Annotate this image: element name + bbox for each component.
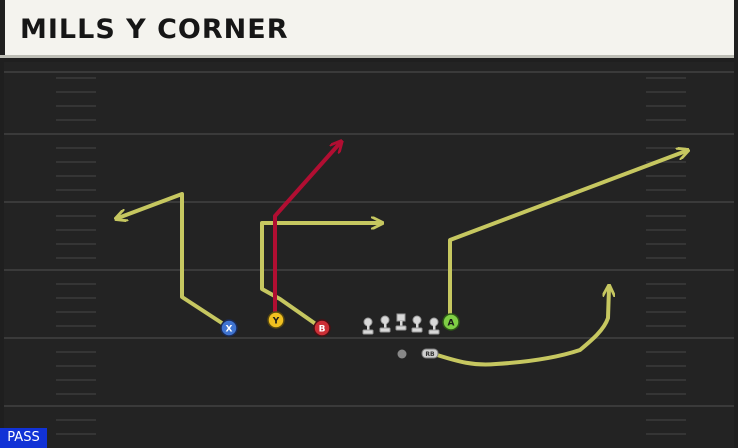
center bbox=[395, 313, 407, 331]
play-type-badge: PASS bbox=[0, 428, 47, 448]
title-bar: MILLS Y CORNER bbox=[0, 0, 734, 58]
play-title: MILLS Y CORNER bbox=[20, 14, 289, 45]
field-turf bbox=[4, 62, 734, 448]
receiver-b-label: B bbox=[319, 325, 326, 335]
running-back[interactable]: RB bbox=[421, 348, 439, 359]
receiver-a[interactable]: A bbox=[442, 313, 460, 331]
rb-route bbox=[432, 288, 609, 367]
receiver-a-label: A bbox=[448, 319, 455, 329]
b-route bbox=[260, 223, 380, 329]
quarterback bbox=[397, 349, 407, 359]
receiver-x-label: X bbox=[226, 325, 233, 335]
hash-marks-left bbox=[56, 77, 96, 435]
right-guard bbox=[411, 315, 423, 333]
receiver-y[interactable]: Y bbox=[267, 311, 285, 329]
a-route bbox=[448, 151, 686, 321]
right-tackle bbox=[428, 317, 440, 335]
left-guard bbox=[379, 315, 391, 333]
receiver-x[interactable]: X bbox=[220, 319, 238, 337]
play-field: X Y B A RB bbox=[4, 62, 734, 448]
yard-lines bbox=[4, 71, 734, 407]
receiver-y-label: Y bbox=[272, 317, 280, 327]
running-back-label: RB bbox=[425, 351, 435, 358]
hash-marks-right bbox=[646, 77, 686, 435]
left-tackle bbox=[362, 317, 374, 335]
y-route bbox=[273, 143, 340, 320]
offensive-line bbox=[362, 313, 440, 335]
title-accent bbox=[0, 0, 5, 55]
receiver-b[interactable]: B bbox=[313, 319, 331, 337]
x-route bbox=[118, 192, 230, 329]
